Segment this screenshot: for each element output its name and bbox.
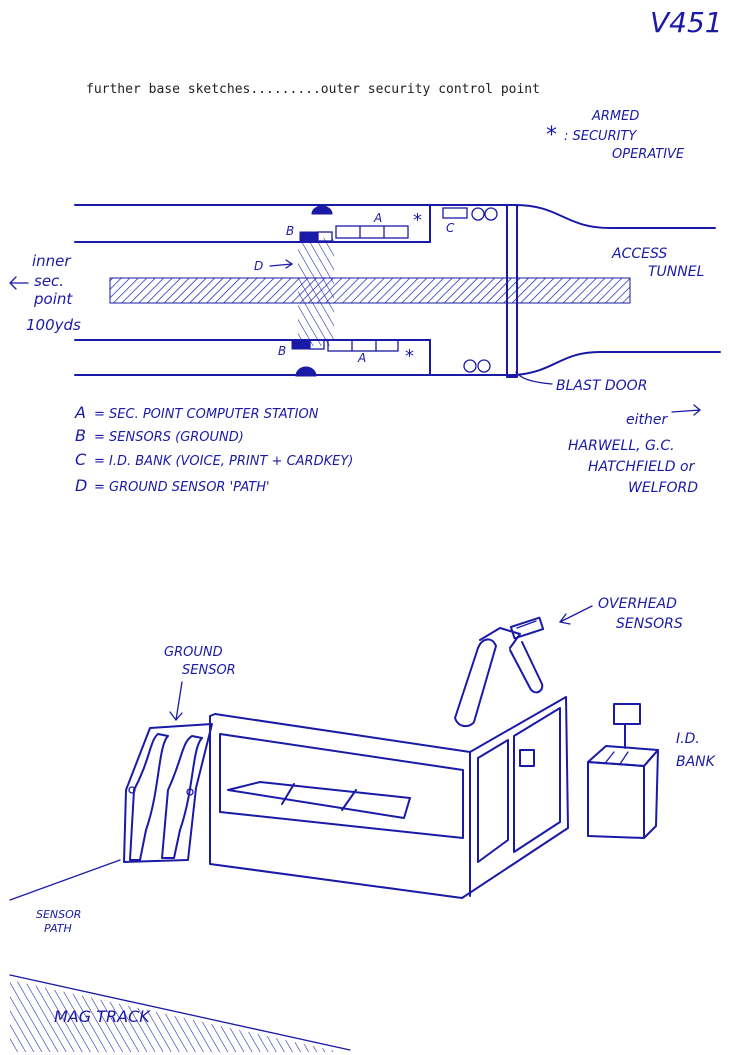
ground-sensor-line1: GROUND: [164, 645, 223, 660]
page-subtitle: further base sketches.........outer secu…: [86, 82, 540, 97]
floor-line-left: [9, 859, 121, 901]
security-station: [209, 696, 569, 899]
destination-line2: HARWELL, G.C.: [568, 438, 675, 454]
label-b-top: B: [286, 224, 294, 238]
destination-line1: either: [626, 412, 668, 428]
inner-arrow: [9, 276, 29, 290]
label-b-bottom: B: [278, 344, 286, 358]
label-d: D: [254, 259, 263, 273]
operative-symbol-bottom: *: [405, 346, 414, 367]
track-hatch: [109, 277, 631, 304]
mag-track-edge: [9, 974, 351, 1051]
mag-track-label: MAG TRACK: [54, 1007, 151, 1026]
label-a-top: A: [373, 211, 382, 225]
sensor-path-line1: SENSOR: [36, 908, 81, 921]
ground-sensor-line2: SENSOR: [182, 663, 236, 678]
blast-door-leader: [515, 371, 553, 385]
destination-arrow: [671, 404, 702, 416]
armed-key: ARMED * : SECURITY OPERATIVE: [546, 109, 685, 162]
legend: A = SEC. POINT COMPUTER STATION B = SENS…: [74, 403, 353, 495]
idbank-line2: BANK: [676, 754, 717, 770]
inner-line1: inner: [32, 252, 71, 270]
id-bank-kiosk: [587, 703, 659, 839]
ground-sensor-unit: [123, 723, 213, 863]
overhead-sensor-arm: [454, 616, 545, 728]
station-a-top: [335, 225, 409, 239]
page-ref: V451: [650, 6, 723, 39]
blast-door-label: BLAST DOOR: [556, 378, 647, 394]
mag-track-hatch: [10, 980, 340, 1052]
legend-key-d: D: [75, 476, 87, 495]
access-line2: TUNNEL: [648, 264, 704, 280]
blast-door: [506, 204, 518, 378]
label-a-bottom: A: [357, 351, 366, 365]
overhead-line2: SENSORS: [616, 616, 683, 632]
legend-key-a: A: [74, 403, 86, 422]
destination-note: either HARWELL, G.C. HATCHFIELD or WELFO…: [568, 404, 702, 496]
armed-symbol: *: [546, 123, 557, 148]
access-line1: ACCESS: [611, 246, 667, 262]
label-c: C: [446, 221, 455, 235]
ground-sensor-arrow: [169, 681, 183, 722]
legend-key-c: C: [75, 450, 87, 469]
legend-key-b: B: [75, 426, 86, 445]
operative-post-bottom: [295, 366, 317, 377]
operative-symbol-top: *: [413, 210, 422, 231]
overhead-arrow: [558, 605, 593, 625]
legend-text-a: = SEC. POINT COMPUTER STATION: [94, 407, 319, 422]
overhead-line1: OVERHEAD: [598, 596, 677, 612]
legend-text-c: = I.D. BANK (VOICE, PRINT + CARDKEY): [94, 454, 353, 469]
sensor-b-bottom: [291, 339, 311, 350]
inner-line4: 100yds: [26, 316, 81, 334]
id-bank-top: [442, 207, 468, 219]
legend-text-d: = GROUND SENSOR 'PATH': [94, 480, 270, 495]
destination-line4: WELFORD: [628, 480, 698, 496]
tunnel-wall-top: [514, 204, 716, 229]
armed-line3: OPERATIVE: [612, 147, 685, 162]
perspective-sketch: OVERHEAD SENSORS GROUND SENSOR I.D. BANK: [9, 596, 717, 1052]
inner-line3: point: [33, 290, 73, 308]
idbank-line1: I.D.: [676, 731, 700, 747]
destination-line3: HATCHFIELD or: [588, 459, 696, 475]
armed-line2: : SECURITY: [564, 129, 637, 144]
inner-line2: sec.: [34, 272, 64, 290]
ground-sensor-path: [298, 238, 334, 346]
station-a-bottom: [327, 339, 399, 352]
sensor-b-top: [299, 231, 319, 242]
operative-post-top: [311, 205, 333, 215]
armed-line1: ARMED: [591, 109, 639, 124]
legend-text-b: = SENSORS (GROUND): [94, 430, 244, 445]
sensor-path-line2: PATH: [44, 922, 72, 935]
plan-view: * * A B C D B A inner sec. point 100yds …: [9, 204, 721, 394]
tunnel-wall-bottom: [514, 351, 721, 376]
